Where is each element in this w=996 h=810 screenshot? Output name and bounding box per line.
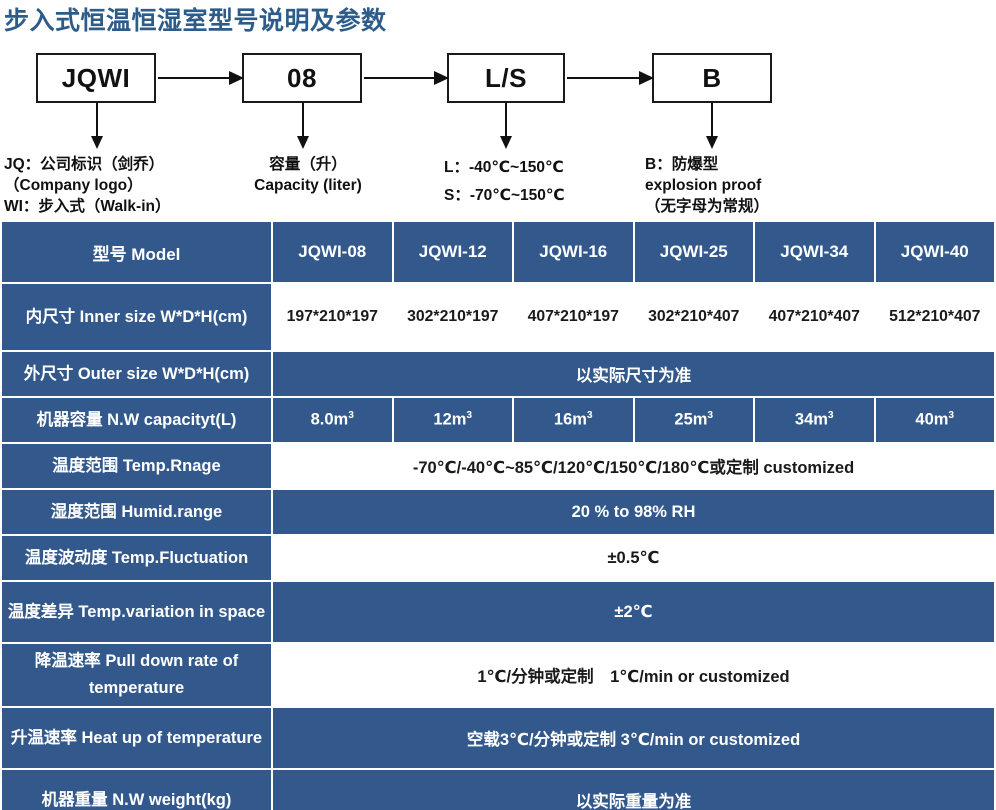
- row-value-cell-3: 407*210*197: [512, 282, 635, 352]
- diagram-note-temp-type: L：-40℃~150℃ S：-70℃~150℃: [444, 159, 565, 204]
- column-header-model-2: JQWI-12: [391, 220, 514, 284]
- row-value-merged: ±2℃: [271, 580, 996, 644]
- diagram-note-capacity: 容量（升） Capacity (liter): [254, 156, 362, 194]
- row-label: 温度波动度 Temp.Fluctuation: [0, 534, 273, 582]
- row-value-merged: 以实际尺寸为准: [271, 350, 996, 398]
- row-label: 机器重量 N.W weight(kg): [0, 768, 273, 810]
- row-value-merged: -70℃/-40℃~85℃/120℃/150℃/180℃或定制 customiz…: [271, 442, 996, 490]
- column-header-model-6: JQWI-40: [873, 220, 996, 284]
- row-value-merged: 以实际重量为准: [271, 768, 996, 810]
- row-label: 升温速率 Heat up of temperature: [0, 706, 273, 770]
- row-value-merged: 20 % to 98% RH: [271, 488, 996, 536]
- row-label: 温度范围 Temp.Rnage: [0, 442, 273, 490]
- column-header-model-5: JQWI-34: [753, 220, 876, 284]
- row-label: 外尺寸 Outer size W*D*H(cm): [0, 350, 273, 398]
- row-value-cell-2: 302*210*197: [391, 282, 514, 352]
- diagram-note-company: JQ：公司标识（剑乔） （Company logo） WI：步入式（Walk-i…: [4, 156, 171, 215]
- row-label: 温度差异 Temp.variation in space: [0, 580, 273, 644]
- arrow-down-icon-1: [91, 103, 103, 149]
- arrow-right-icon-1: [158, 71, 244, 85]
- row-label: 机器容量 N.W capacityt(L): [0, 396, 273, 444]
- row-value-cell-1: 197*210*197: [271, 282, 394, 352]
- row-value-cell-4: 25m3: [632, 396, 755, 444]
- arrow-down-icon-2: [297, 103, 309, 149]
- arrow-down-icon-3: [500, 103, 512, 149]
- table-row: 温度范围 Temp.Rnage-70℃/-40℃~85℃/120℃/150℃/1…: [0, 442, 996, 490]
- table-row: 外尺寸 Outer size W*D*H(cm)以实际尺寸为准: [0, 350, 996, 398]
- column-header-model-3: JQWI-16: [512, 220, 635, 284]
- row-value-merged: ±0.5℃: [271, 534, 996, 582]
- row-value-cell-3: 16m3: [512, 396, 635, 444]
- arrow-right-icon-3: [567, 71, 654, 85]
- row-value-merged: 1℃/分钟或定制 1℃/min or customized: [271, 642, 996, 708]
- table-row: 温度差异 Temp.variation in space±2℃: [0, 580, 996, 644]
- table-row: 机器重量 N.W weight(kg)以实际重量为准: [0, 768, 996, 810]
- row-value-cell-5: 407*210*407: [753, 282, 876, 352]
- row-label: 降温速率 Pull down rate of temperature: [0, 642, 273, 708]
- diagram-note-explosion: B：防爆型 explosion proof （无字母为常规）: [645, 156, 770, 215]
- row-value-cell-4: 302*210*407: [632, 282, 755, 352]
- column-header-model-4: JQWI-25: [632, 220, 755, 284]
- code-box-explosion-proof: B: [652, 53, 772, 103]
- row-value-merged: 空载3℃/分钟或定制 3℃/min or customized: [271, 706, 996, 770]
- page-title: 步入式恒温恒湿室型号说明及参数: [4, 7, 387, 35]
- column-header-model-label: 型号 Model: [0, 220, 273, 284]
- arrow-down-icon-4: [706, 103, 718, 149]
- row-value-cell-1: 8.0m3: [271, 396, 394, 444]
- arrow-right-icon-2: [364, 71, 449, 85]
- row-value-cell-5: 34m3: [753, 396, 876, 444]
- row-value-cell-6: 40m3: [873, 396, 996, 444]
- row-value-cell-6: 512*210*407: [873, 282, 996, 352]
- column-header-model-1: JQWI-08: [271, 220, 394, 284]
- row-value-cell-2: 12m3: [391, 396, 514, 444]
- row-label: 内尺寸 Inner size W*D*H(cm): [0, 282, 273, 352]
- table-row: 温度波动度 Temp.Fluctuation±0.5℃: [0, 534, 996, 582]
- code-box-temp-type: L/S: [447, 53, 565, 103]
- model-code-diagram: JQWI 08 L/S B JQ：公司标识（剑乔） （Company logo）…: [0, 44, 996, 216]
- row-label: 湿度范围 Humid.range: [0, 488, 273, 536]
- code-box-company: JQWI: [36, 53, 156, 103]
- code-box-capacity: 08: [242, 53, 362, 103]
